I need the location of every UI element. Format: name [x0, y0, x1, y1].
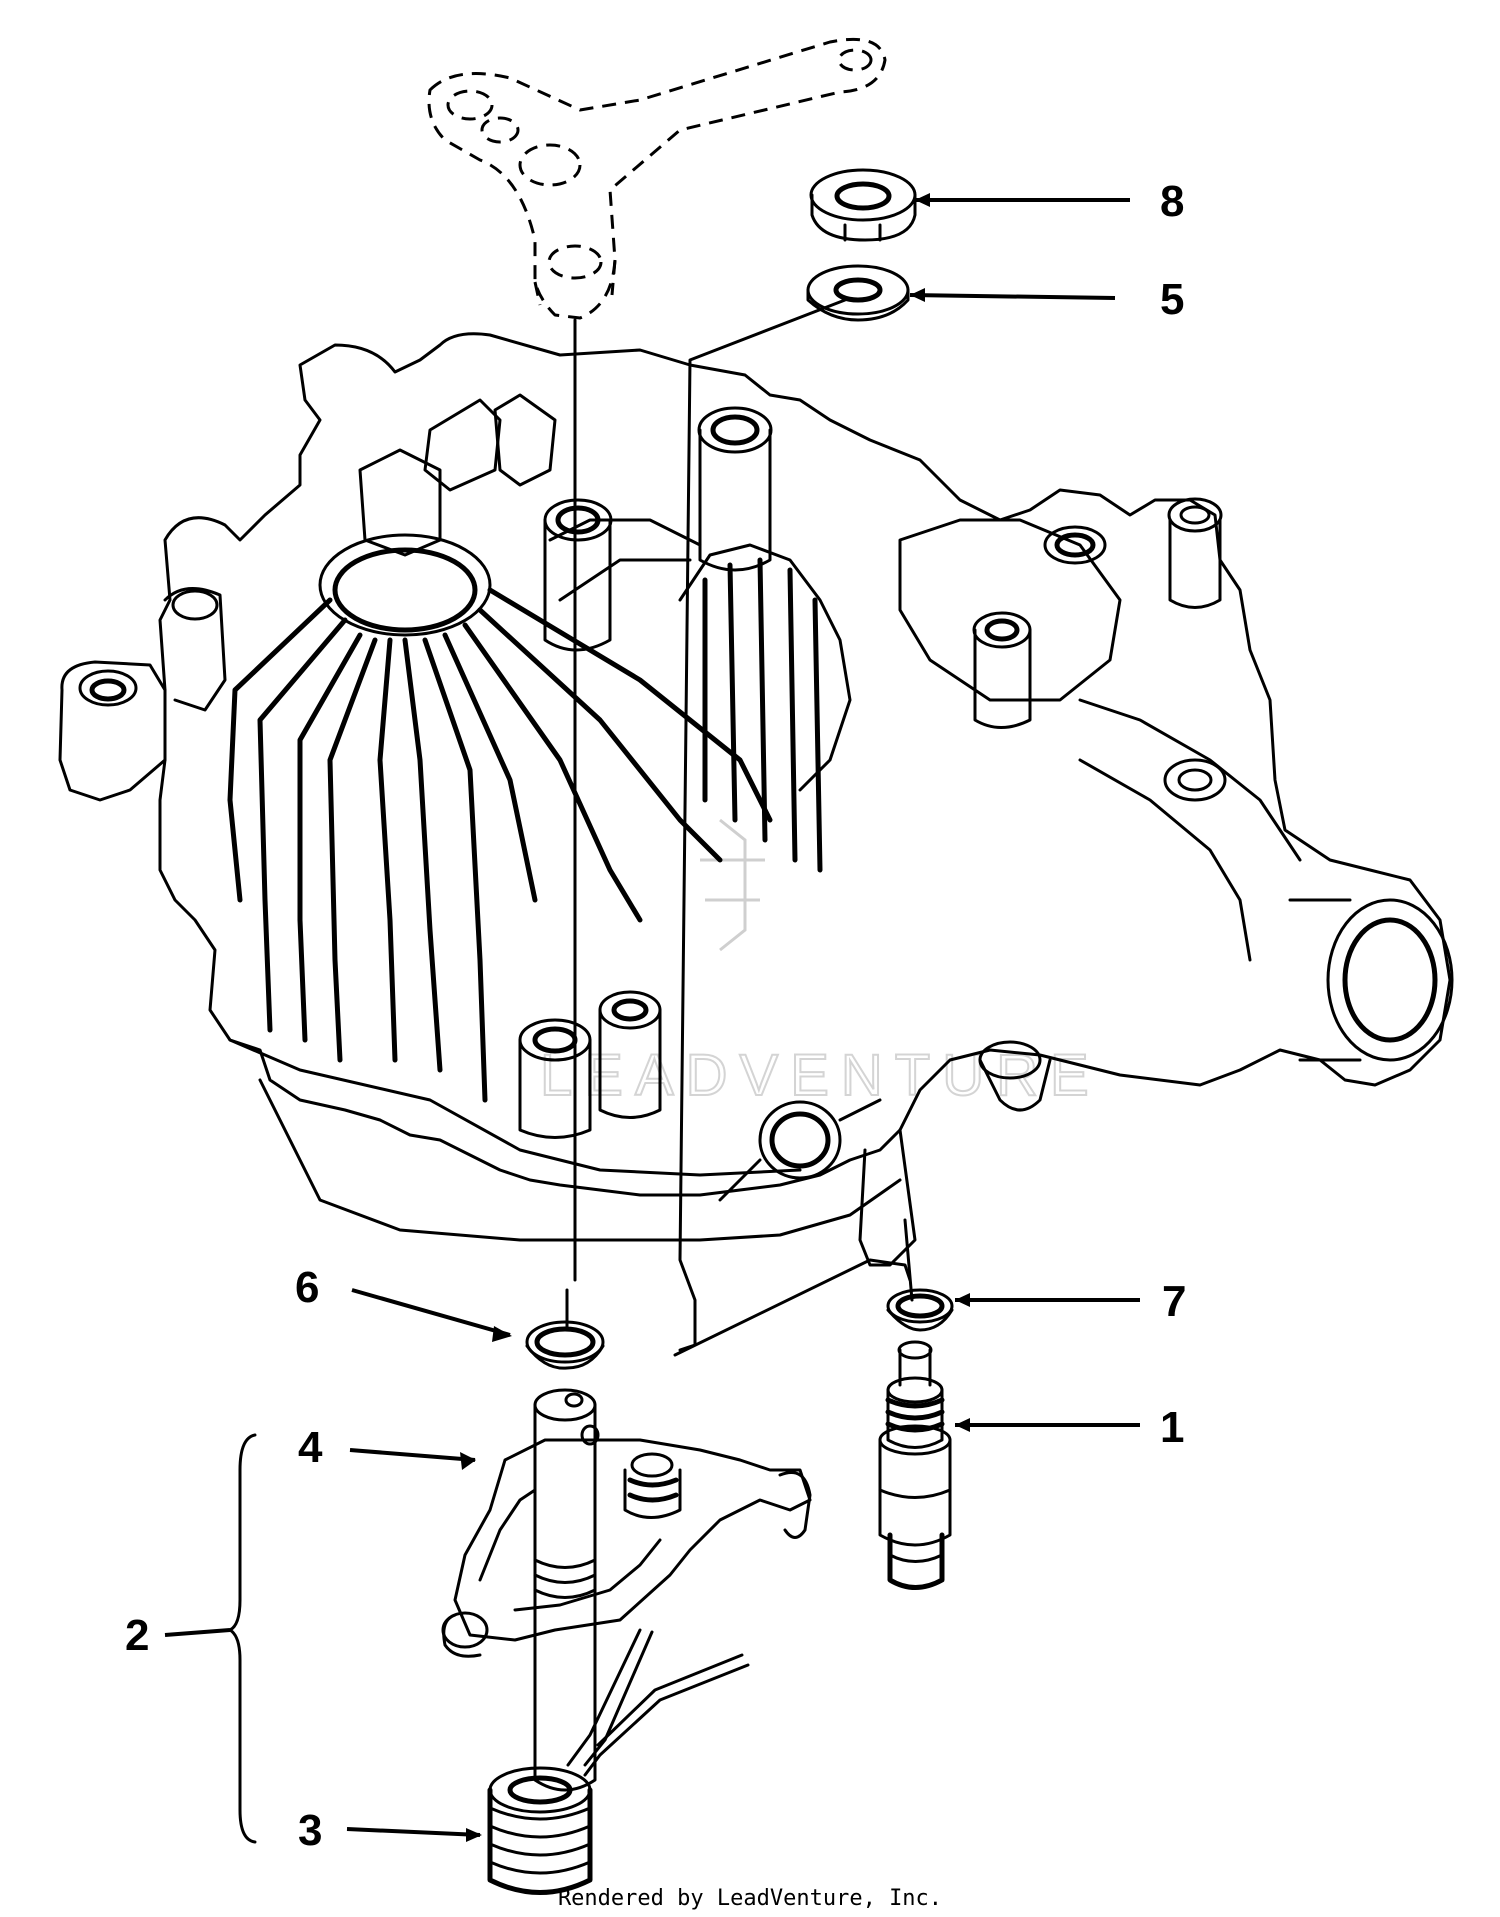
part-4-shaft-fork	[441, 1388, 812, 1792]
part-1-valve	[878, 1340, 952, 1590]
part-3-spring	[487, 1628, 750, 1895]
callout-labels: 8 5 6 7 4 1 2 3	[125, 177, 1186, 1855]
leader-lines	[164, 193, 1140, 1842]
part-7-small-washer	[886, 1288, 954, 1332]
callout-5: 5	[1160, 275, 1184, 324]
part-5-washer	[806, 264, 910, 322]
callout-7: 7	[1162, 1277, 1186, 1326]
callout-1: 1	[1160, 1403, 1184, 1452]
footer-credit: Rendered by LeadVenture, Inc.	[558, 1886, 942, 1911]
part-8-nut	[809, 168, 917, 242]
callout-3: 3	[298, 1806, 322, 1855]
control-lever-arm	[427, 37, 887, 320]
bracket-2	[228, 1433, 257, 1844]
transaxle-housing	[58, 332, 1454, 1267]
part-6-ring-washer	[525, 1320, 605, 1370]
callout-8: 8	[1160, 177, 1184, 226]
assembly-lines	[565, 298, 914, 1357]
callout-2: 2	[125, 1611, 149, 1660]
callout-4: 4	[298, 1423, 323, 1472]
callout-6: 6	[295, 1263, 319, 1312]
